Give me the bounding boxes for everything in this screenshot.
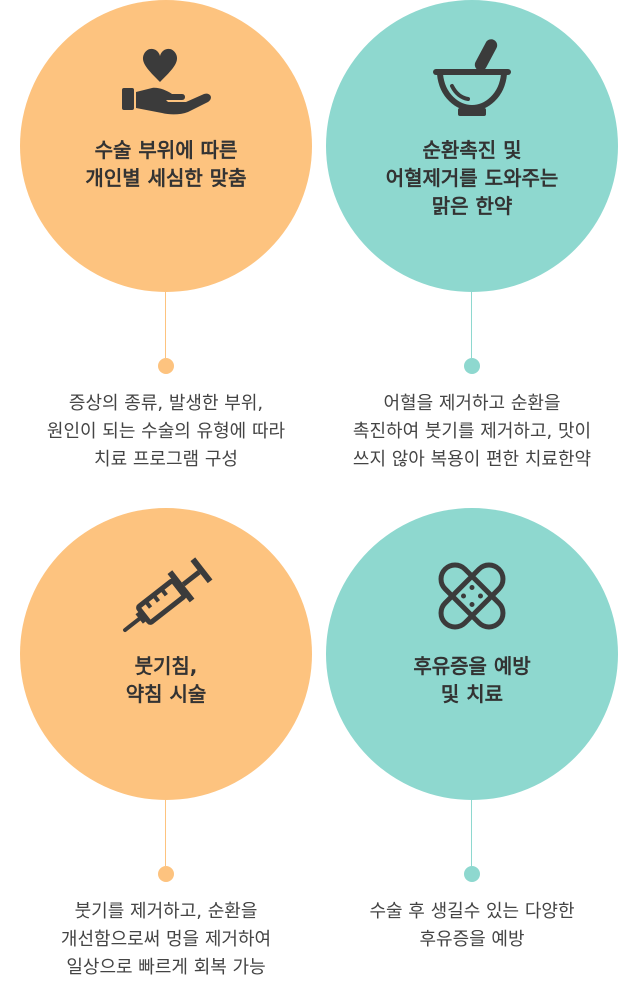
feature-circle	[326, 0, 618, 292]
connector-dot	[464, 866, 480, 882]
feature-title: 후유증을 예방 및 치료	[413, 654, 531, 706]
connector-line	[471, 800, 472, 866]
feature-description: 증상의 종류, 발생한 부위, 원인이 되는 수술의 유형에 따라 치료 프로그…	[46, 393, 286, 470]
connector-dot	[158, 866, 174, 882]
syringe-icon	[123, 557, 213, 633]
bandage-cross-icon	[438, 562, 506, 630]
connector-line	[165, 800, 166, 866]
feature-circle	[20, 0, 312, 292]
heart-in-hand-icon	[122, 48, 211, 115]
connector-dot	[158, 358, 174, 374]
mortar-pestle-icon	[433, 39, 511, 116]
connector-line	[471, 292, 472, 358]
feature-circle	[20, 508, 312, 800]
feature-description: 어혈을 제거하고 순환을 촉진하여 붓기를 제거하고, 맛이 쓰지 않아 복용이…	[352, 393, 592, 470]
feature-title: 수술 부위에 따른 개인별 세심한 맞춤	[85, 138, 247, 190]
feature-title: 순환촉진 및 어혈제거를 도와주는 맑은 한약	[385, 138, 559, 218]
connector-dot	[464, 358, 480, 374]
feature-description: 수술 후 생길수 있는 다양한 후유증을 예방	[369, 901, 575, 950]
feature-description: 붓기를 제거하고, 순환을 개선함으로써 멍을 제거하여 일상으로 빠르게 회복…	[60, 901, 272, 978]
connector-line	[165, 292, 166, 358]
feature-circle	[326, 508, 618, 800]
feature-title: 붓기침, 약침 시술	[125, 654, 207, 706]
